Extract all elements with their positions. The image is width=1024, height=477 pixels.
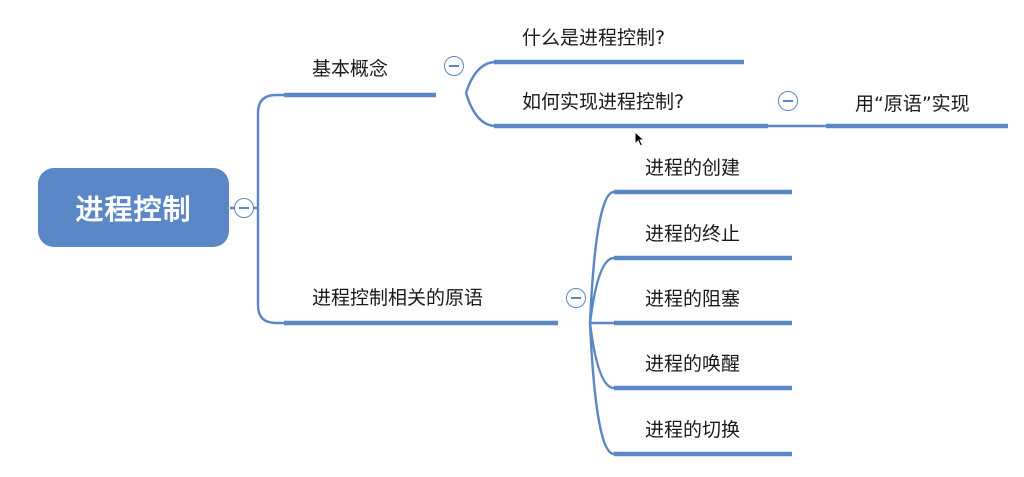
- topic-process-create[interactable]: 进程的创建: [645, 157, 741, 179]
- topic-what-is-process-control[interactable]: 什么是进程控制?: [522, 27, 666, 49]
- connector-root-to-concepts: [230, 93, 285, 210]
- connector-concepts-to-q1: [464, 60, 497, 94]
- collapse-icon[interactable]: [444, 56, 464, 76]
- topic-related-primitives[interactable]: 进程控制相关的原语: [312, 287, 484, 309]
- connector-prim-to-create: [588, 190, 615, 324]
- topic-implement-with-primitives[interactable]: 用“原语”实现: [855, 93, 970, 115]
- topic-how-to-implement[interactable]: 如何实现进程控制?: [522, 91, 685, 113]
- collapse-icon[interactable]: [234, 198, 254, 218]
- collapse-icon[interactable]: [566, 288, 586, 308]
- connector-prim-to-terminate: [588, 256, 615, 324]
- root-label: 进程控制: [75, 192, 192, 226]
- root-node[interactable]: 进程控制: [38, 168, 229, 247]
- topic-process-terminate[interactable]: 进程的终止: [645, 223, 741, 245]
- connector-root-to-primitives: [256, 208, 285, 325]
- topic-process-switch[interactable]: 进程的切换: [645, 419, 741, 441]
- connector-concepts-to-q2: [464, 92, 497, 128]
- topic-process-block[interactable]: 进程的阻塞: [645, 288, 741, 310]
- topic-process-wakeup[interactable]: 进程的唤醒: [645, 353, 741, 375]
- mouse-pointer-icon: [634, 131, 646, 147]
- connector-prim-to-switch: [588, 322, 615, 456]
- topic-basic-concepts[interactable]: 基本概念: [312, 58, 389, 80]
- collapse-icon[interactable]: [778, 91, 798, 111]
